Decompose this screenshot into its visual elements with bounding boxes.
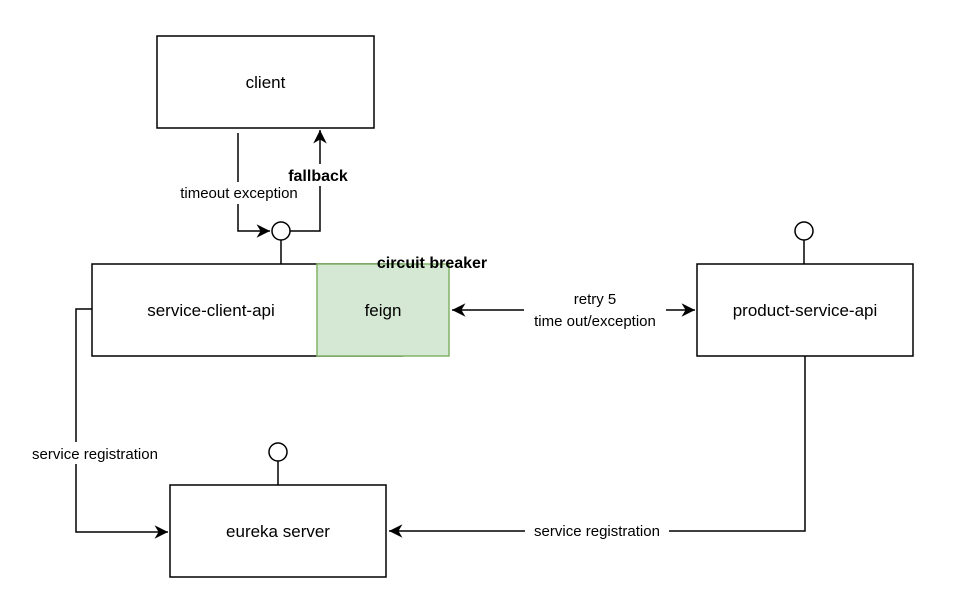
product-service-api-box[interactable] [696, 263, 914, 357]
client-label: client [246, 73, 286, 92]
timeout-exception-label: timeout exception [180, 185, 298, 202]
interface-circle [271, 221, 291, 241]
fallback-label: fallback [288, 168, 348, 185]
service-registration-right-edge [389, 356, 806, 538]
fallback-edge [290, 130, 327, 232]
feign-box[interactable] [316, 263, 450, 357]
eureka-server-box[interactable] [169, 484, 387, 578]
service-registration-right-label: service registration [534, 523, 660, 540]
service-registration-left-edge [75, 308, 168, 539]
circuit-breaker-label: circuit breaker [377, 255, 487, 272]
retry-label-line2: time out/exception [534, 313, 656, 330]
eureka-server-label: eureka server [226, 522, 330, 541]
product-service-api-label: product-service-api [733, 301, 878, 320]
product-interface-circle [794, 221, 814, 241]
service-client-api-label: service-client-api [147, 301, 275, 320]
client-box[interactable] [156, 35, 375, 129]
timeout-exception-edge [237, 133, 270, 238]
service-registration-left-label: service registration [32, 446, 158, 463]
eureka-interface-circle [268, 442, 288, 462]
feign-label: feign [365, 301, 402, 320]
retry-label-line1: retry 5 [574, 291, 617, 308]
